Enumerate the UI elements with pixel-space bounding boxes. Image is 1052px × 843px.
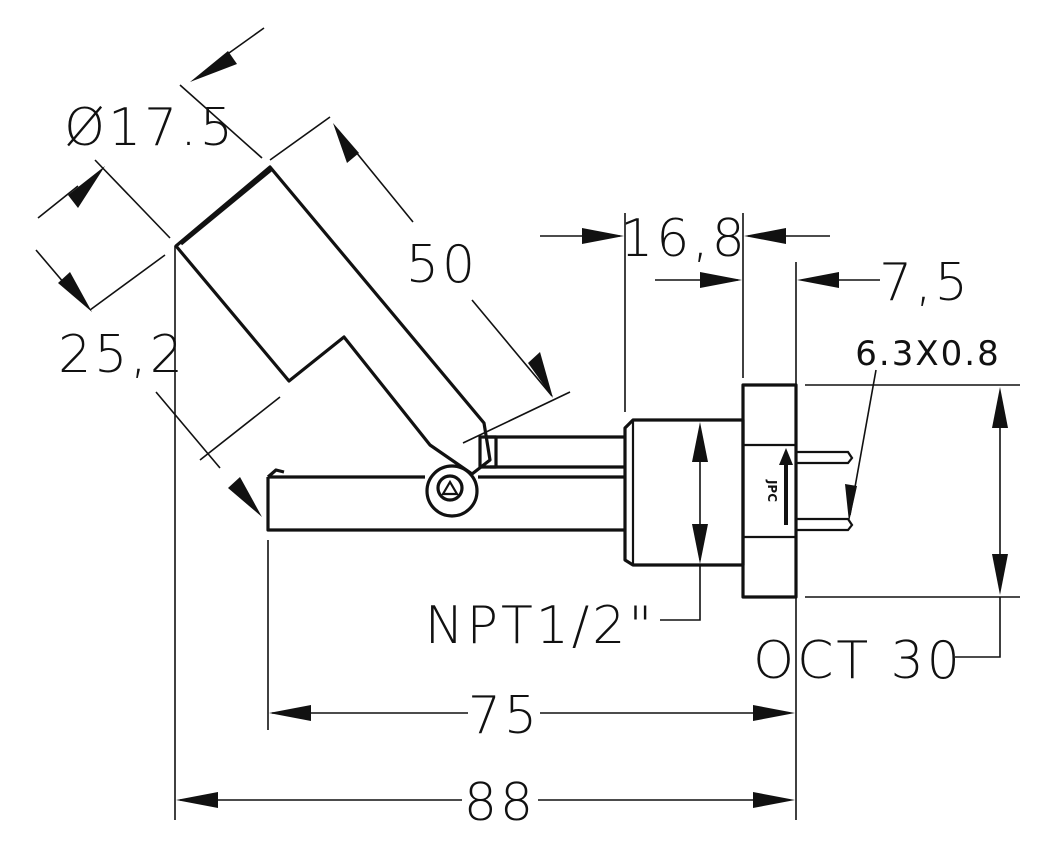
arrow-dia-bottom xyxy=(68,166,105,208)
dim-line-offset-bottom xyxy=(155,391,221,469)
ext-float-dia-b xyxy=(94,159,171,239)
arrow-16-8-right xyxy=(744,228,786,244)
leader-oct30 xyxy=(955,597,1001,658)
arrow-terminal xyxy=(845,484,857,522)
arrow-88-left xyxy=(176,792,218,808)
ext-float-dia-a xyxy=(179,84,263,159)
arrow-oct30-top xyxy=(992,387,1008,428)
arrow-7-5-right xyxy=(797,272,839,288)
pivot-triangle-mark xyxy=(441,479,459,496)
dim-terminal-size: 6.3X0.8 xyxy=(855,334,1000,374)
stem xyxy=(485,435,625,469)
dim-thread-spec: NPT1/2" xyxy=(425,596,656,656)
arrow-50-top xyxy=(333,123,359,163)
ext-float-offset-a xyxy=(89,254,166,311)
float-arm xyxy=(266,475,625,532)
arm-tip xyxy=(266,468,285,479)
brand-marking: JPC xyxy=(765,479,779,502)
float-top-edge xyxy=(179,168,273,246)
arrow-88-right xyxy=(753,792,795,808)
dim-arm-length: 75 xyxy=(468,686,540,746)
pivot-eye xyxy=(425,464,479,518)
dim-hex-thickness: 7,5 xyxy=(879,253,971,313)
leader-npt xyxy=(660,564,701,621)
arrow-offset-bottom xyxy=(228,477,262,517)
dim-overall-length: 88 xyxy=(464,773,536,833)
pivot-pin xyxy=(436,474,464,502)
float-body xyxy=(174,165,492,476)
ext-float-offset-b xyxy=(199,396,281,461)
terminal-top xyxy=(796,450,854,465)
dim-line-dia-bottom xyxy=(37,185,79,219)
arrow-75-left xyxy=(269,705,311,721)
flow-arrow-head xyxy=(779,448,793,465)
arrow-oct30-bottom xyxy=(992,554,1008,595)
dim-thread-length: 16,8 xyxy=(620,209,748,269)
dim-float-offset: 25,2 xyxy=(58,325,186,385)
dim-float-diameter: Ø17.5 xyxy=(64,98,236,158)
terminal-bottom xyxy=(796,517,854,532)
stem-stop xyxy=(478,435,498,469)
arrow-7-5-left xyxy=(700,272,742,288)
ext-float-end-bottom xyxy=(462,391,571,444)
ext-float-end-top xyxy=(269,116,331,161)
arrow-16-8-left xyxy=(582,228,624,244)
dim-line-50-bottom xyxy=(471,299,553,397)
arrow-offset-top xyxy=(58,272,92,312)
arrow-50-bottom xyxy=(528,352,553,398)
arrow-npt-top xyxy=(692,422,708,462)
dim-float-length: 50 xyxy=(406,235,478,295)
arrow-dia-top xyxy=(190,51,237,82)
threaded-body xyxy=(623,418,745,567)
arrow-75-right xyxy=(753,705,795,721)
dim-hex-size: OCT 30 xyxy=(753,631,963,691)
arrow-npt-bottom xyxy=(692,524,708,564)
